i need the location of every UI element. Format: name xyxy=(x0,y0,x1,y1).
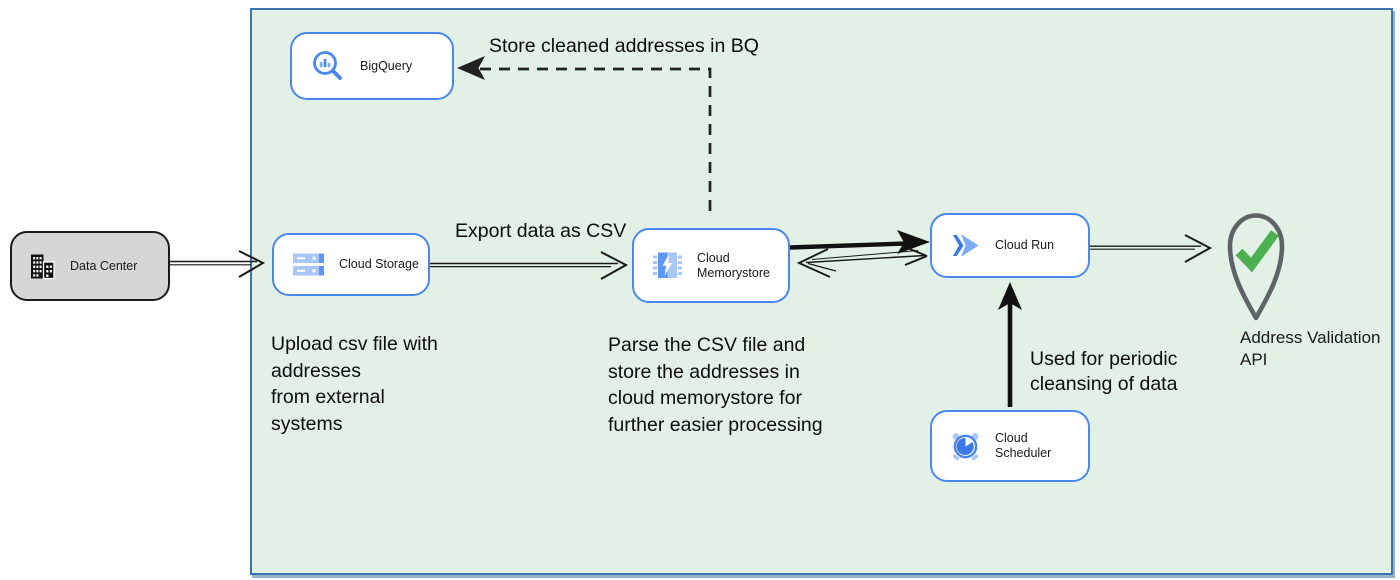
note-upload-csv: Upload csv file with addresses from exte… xyxy=(271,333,438,435)
node-label: Cloud Run xyxy=(995,238,1055,252)
node-cloud-storage: Cloud Storage xyxy=(272,233,430,296)
cloud-storage-icon xyxy=(292,252,325,278)
node-label: Cloud Memorystore xyxy=(697,250,770,280)
node-cloud-run: Cloud Run xyxy=(930,213,1090,278)
node-data-center: Data Center xyxy=(10,231,170,301)
node-label: Data Center xyxy=(70,258,138,273)
node-bigquery: BigQuery xyxy=(290,32,454,100)
node-label: Cloud Storage xyxy=(339,257,419,271)
map-pin-check-icon xyxy=(1219,207,1293,330)
gcp-boundary-box xyxy=(250,8,1393,575)
memorystore-chip-icon xyxy=(652,250,683,281)
bigquery-magnifier-icon xyxy=(310,48,346,84)
edge-label-store-bq: Store cleaned addresses in BQ xyxy=(489,35,759,57)
edge-label-periodic-cleansing: Used for periodic cleansing of data xyxy=(1030,348,1178,395)
alarm-clock-icon xyxy=(950,431,981,462)
node-label: Cloud Scheduler xyxy=(995,431,1052,460)
cloud-run-icon xyxy=(950,232,981,259)
address-validation-api-label: Address Validation API xyxy=(1240,328,1381,369)
edge-label-export-csv: Export data as CSV xyxy=(455,220,627,242)
node-cloud-scheduler: Cloud Scheduler xyxy=(930,410,1090,482)
node-label: BigQuery xyxy=(360,58,413,73)
note-parse-csv: Parse the CSV file and store the address… xyxy=(608,334,823,436)
building-icon xyxy=(30,253,56,280)
node-cloud-memorystore: Cloud Memorystore xyxy=(632,228,790,303)
